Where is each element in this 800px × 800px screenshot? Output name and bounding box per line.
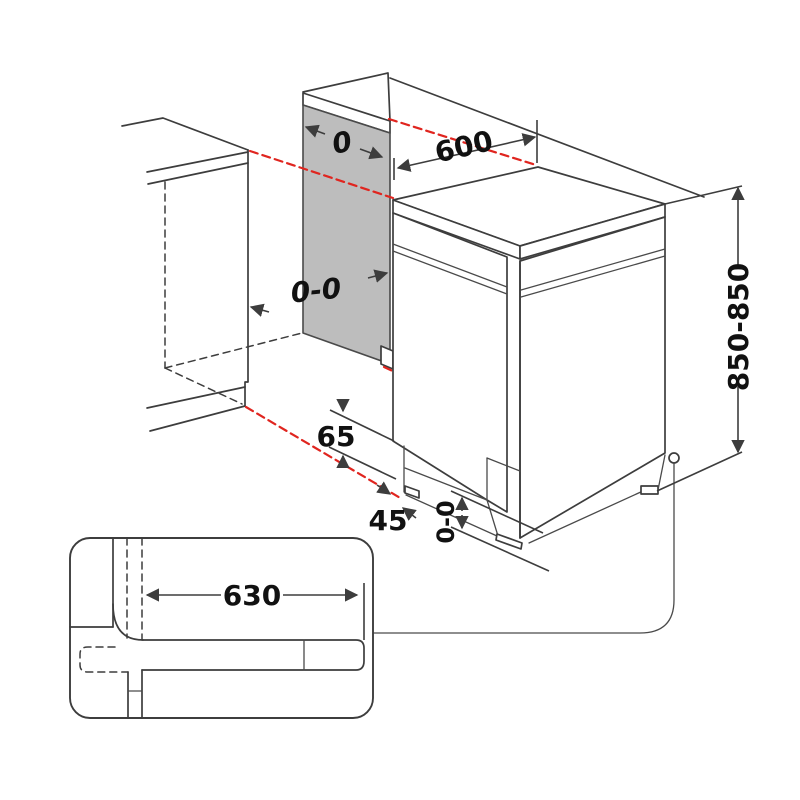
foot — [495, 533, 523, 550]
panel-foot-notch — [380, 345, 394, 370]
dim-side-gap-label: 0-0 — [289, 271, 343, 309]
dim-height: 850-850 — [656, 185, 755, 492]
dim-plinth-depth-label: 45 — [369, 504, 408, 537]
dim-plinth-depth: 45 — [369, 481, 417, 537]
control-band — [520, 248, 666, 291]
control-band — [392, 243, 508, 288]
foot — [640, 485, 659, 495]
inset-hose-hidden-loop — [79, 646, 129, 673]
foot — [404, 485, 420, 499]
drain-hose-line — [372, 462, 675, 634]
dim-height-label: 850-850 — [722, 263, 755, 392]
dim-feet-adjust-label: 0-0 — [432, 500, 460, 543]
hidden-edge — [164, 367, 243, 405]
rear-counter-line — [389, 77, 705, 198]
inset-channel — [141, 639, 365, 671]
control-band — [392, 250, 508, 295]
dim-niche-width-label: 600 — [432, 124, 496, 169]
hidden-edge — [164, 332, 303, 369]
side-panel — [302, 72, 394, 370]
dim-hose-distance-label: 630 — [223, 579, 281, 612]
dim-niche-width: 600 — [393, 120, 538, 180]
dim-plinth-height: 65 — [317, 398, 397, 480]
inset-hose-bend — [112, 603, 144, 641]
dim-hose-distance: 630 — [145, 579, 365, 640]
detail-inset: 630 — [69, 537, 374, 719]
control-band — [520, 255, 666, 298]
dim-feet-adjust: 0-0 — [432, 490, 550, 572]
dishwasher-side — [392, 212, 508, 513]
dishwasher — [392, 166, 680, 550]
dishwasher-base — [403, 445, 666, 550]
dim-plinth-height-label: 65 — [317, 420, 356, 453]
hose-connection-point — [668, 452, 680, 464]
left-cabinet — [121, 117, 303, 432]
dim-side-gap: 0-0 — [249, 269, 389, 317]
